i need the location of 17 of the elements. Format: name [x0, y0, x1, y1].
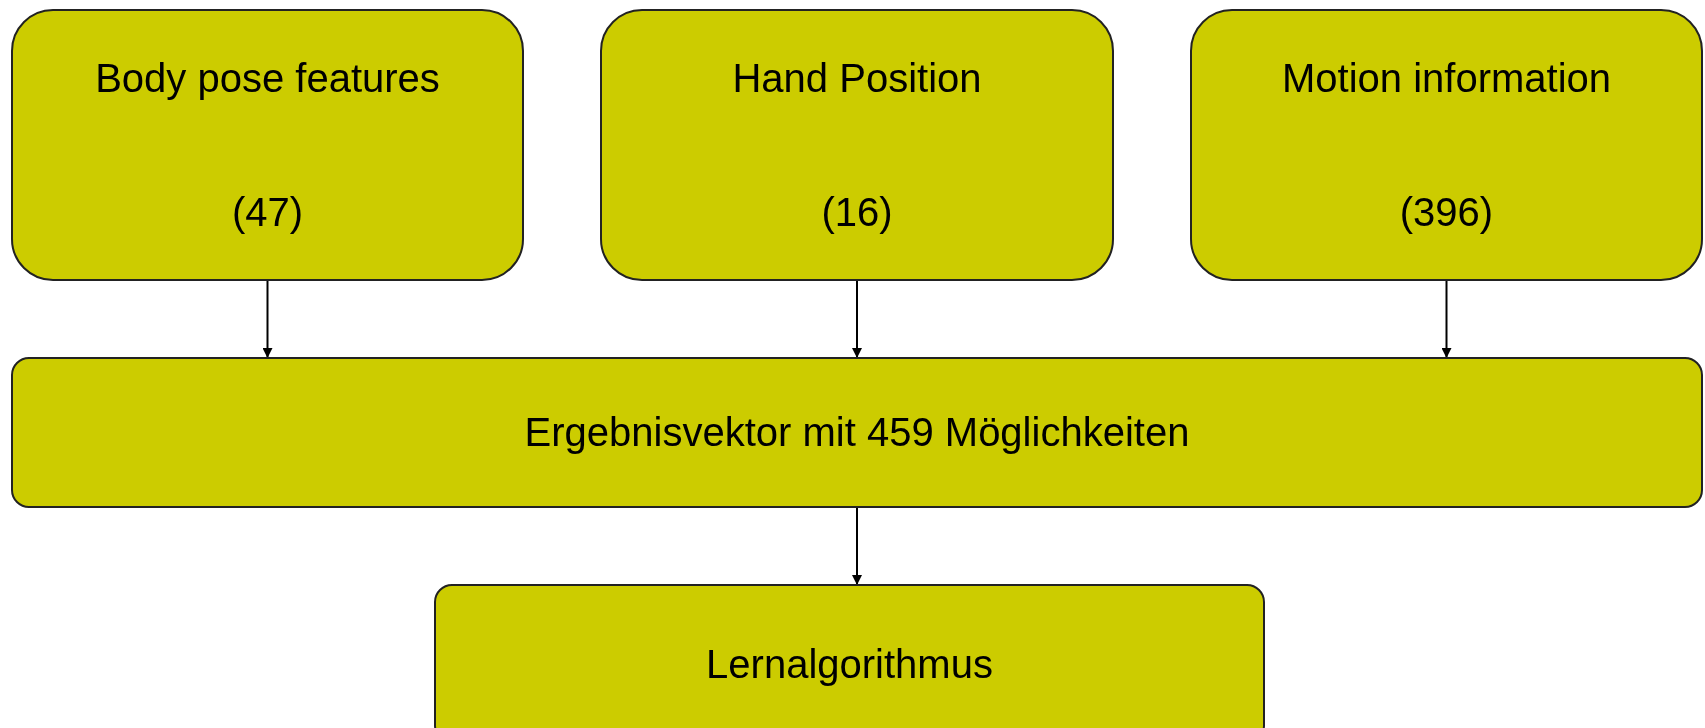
arrow	[1441, 280, 1452, 358]
node-label: Lernalgorithmus	[706, 641, 993, 687]
node-label: (16)	[821, 189, 893, 235]
node-label: (47)	[231, 189, 304, 235]
arrow	[852, 280, 862, 358]
arrow	[852, 507, 862, 585]
input-feature-box	[11, 9, 524, 281]
node-label: Body pose features	[95, 55, 440, 101]
input-feature-box	[600, 9, 1114, 281]
node-label: Motion information	[1281, 55, 1611, 101]
node-label: Ergebnisvektor mit 459 Möglichkeiten	[524, 410, 1190, 455]
process-box	[434, 584, 1265, 728]
node-label: (396)	[1399, 189, 1494, 235]
result-vector-box	[11, 357, 1703, 508]
node-label: Hand Position	[732, 55, 982, 101]
arrow	[262, 280, 273, 358]
input-feature-box	[1190, 9, 1703, 281]
